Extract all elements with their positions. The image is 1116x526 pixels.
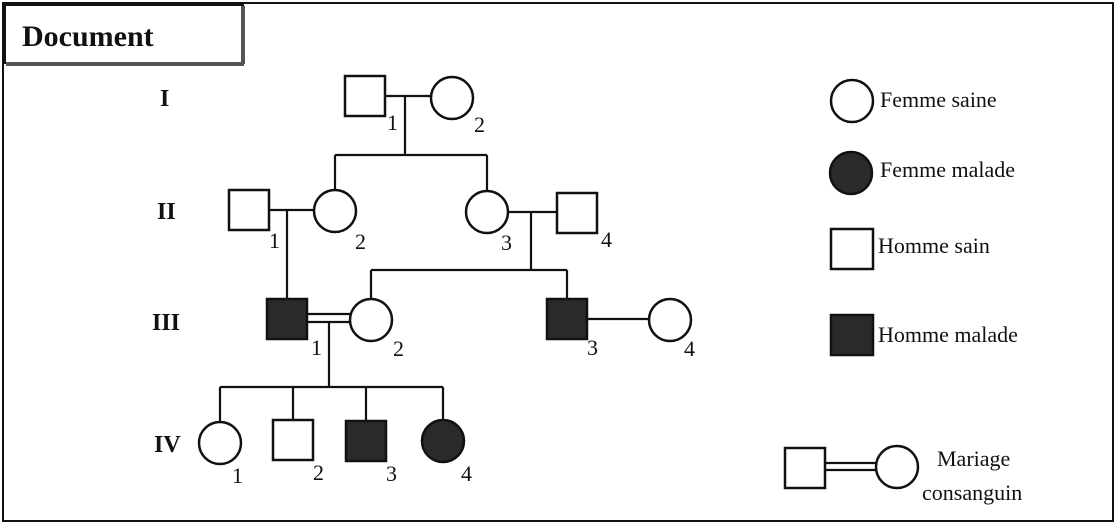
legend-healthy-male-symbol [829,227,875,271]
individual-ii-1-male-symbol [227,188,271,232]
individual-i-1-number: 1 [387,110,398,135]
generation-label-I: I [160,86,169,112]
individual-ii-2-female-symbol [312,188,358,234]
individual-ii-2-number: 2 [355,229,366,254]
title-box: Document [4,4,245,66]
legend-affected-female-symbol [828,150,874,196]
legend: Femme saine Femme malade Homme sain Homm… [783,78,1022,505]
individual-iv-1-female-symbol [197,420,243,466]
individual-i-2-number: 2 [474,112,485,137]
legend-label-consanguin: consanguin [922,480,1022,505]
generation-label-IV: IV [154,432,181,458]
individual-iv-1-number: 1 [232,463,243,488]
individual-iv-2-male-symbol [271,418,315,462]
individual-iii-3-number: 3 [587,335,598,360]
generation-label-III: III [152,310,180,336]
individual-ii-4-male-symbol [555,191,599,235]
pedigree-lines [218,94,649,422]
legend-label-mariage: Mariage [937,446,1010,471]
individual-i-1-male-symbol [343,74,387,118]
legend-label-homme-sain: Homme sain [878,233,990,258]
legend-label-femme-saine: Femme saine [880,87,997,112]
legend-consanguinity-female-symbol [874,444,920,490]
individual-iii-2-female-symbol [348,297,394,343]
individual-iii-4-female-symbol [647,297,693,343]
individual-iv-3-male-symbol [344,419,388,463]
individual-iii-4-number: 4 [684,336,695,361]
individual-iv-4-number: 4 [461,461,472,486]
individual-iv-2-number: 2 [313,460,324,485]
generation-label-II: II [157,199,176,225]
individual-iii-1-male-symbol [265,297,309,341]
individual-iii-3-male-symbol [545,297,589,341]
legend-consanguinity-male-symbol [783,446,827,490]
individual-ii-3-female-symbol [464,189,510,235]
individual-ii-4-number: 4 [601,227,612,252]
individual-iv-3-number: 3 [386,461,397,486]
individual-iv-4-female-symbol [420,418,466,464]
individual-ii-1-number: 1 [269,228,280,253]
document-title: Document [22,20,154,53]
individual-iii-1-number: 1 [311,335,322,360]
legend-label-femme-malade: Femme malade [880,157,1015,182]
individual-i-2-female-symbol [429,75,475,121]
legend-affected-male-symbol [829,313,875,357]
pedigree-individuals: 1 2 1 2 3 4 1 2 3 4 1 2 3 4 [197,74,695,488]
individual-iii-2-number: 2 [393,336,404,361]
legend-healthy-female-symbol [829,78,875,124]
legend-label-homme-malade: Homme malade [878,322,1018,347]
individual-ii-3-number: 3 [501,230,512,255]
